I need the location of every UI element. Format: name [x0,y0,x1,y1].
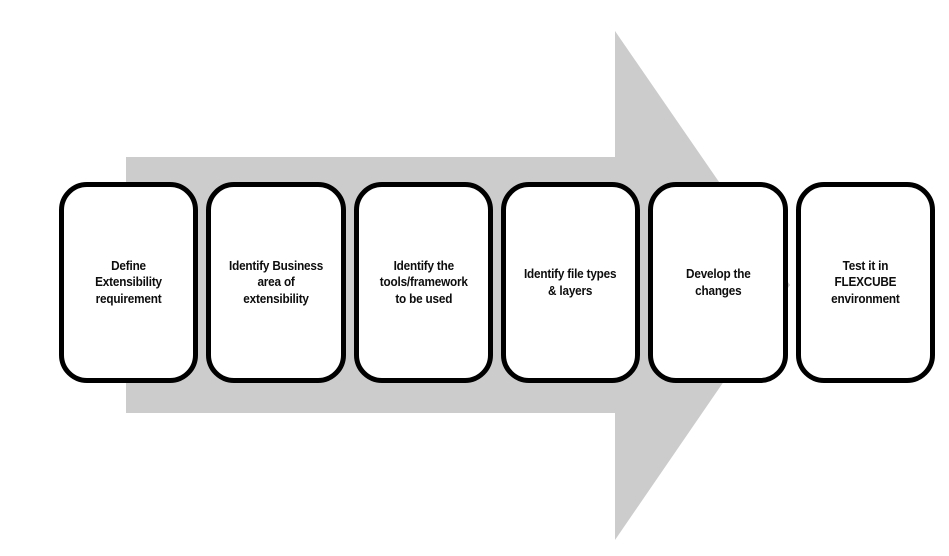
step-box-5-develop-the-changes[interactable]: Develop the changes [648,182,788,383]
step-box-1-define-extensibility-requirement[interactable]: Define Extensibility requirement [59,182,199,383]
step-label-2: Identify Business area of extensibility [228,258,324,306]
step-label-6: Test it in FLEXCUBE environment [831,258,900,306]
process-step-list: Define Extensibility requirement Identif… [59,182,935,383]
step-label-3: Identify the tools/framework to be used [379,258,468,306]
step-label-5: Develop the changes [685,267,751,298]
step-label-1: Define Extensibility requirement [95,258,163,306]
step-box-3-identify-tools-framework[interactable]: Identify the tools/framework to be used [353,182,493,383]
step-box-2-identify-business-area[interactable]: Identify Business area of extensibility [206,182,346,383]
step-box-6-test-in-flexcube-environment[interactable]: Test it in FLEXCUBE environment [795,182,935,383]
step-box-4-identify-file-types-layers[interactable]: Identify file types & layers [500,182,641,383]
step-label-4: Identify file types & layers [524,267,617,298]
